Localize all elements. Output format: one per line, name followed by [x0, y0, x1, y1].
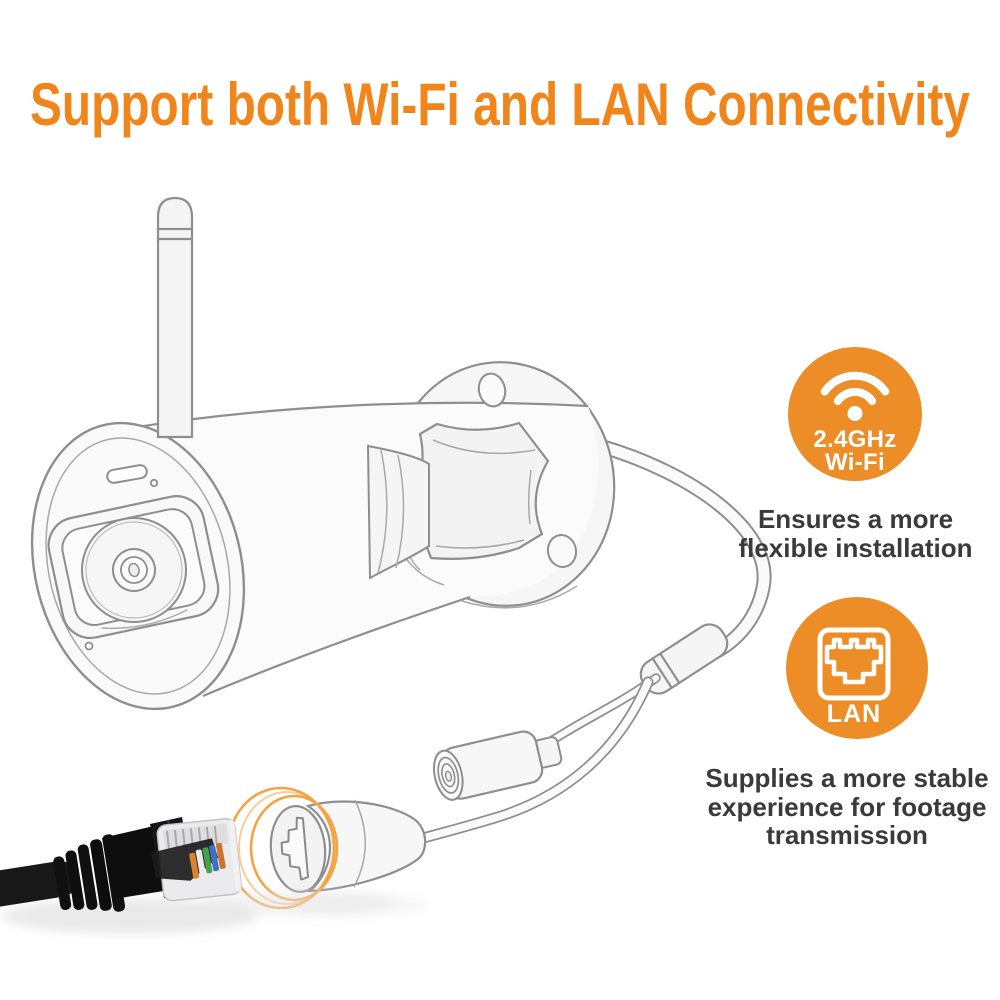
wifi-badge-label: 2.4GHz Wi-Fi: [790, 426, 920, 476]
wifi-badge-freq: 2.4GHz: [813, 426, 897, 453]
lan-caption-line2: experience for footage: [707, 791, 987, 822]
lan-badge: [786, 597, 928, 739]
camera-lens: [47, 495, 220, 640]
lan-caption-line1: Supplies a more stable: [705, 763, 989, 793]
lan-caption-line3: transmission: [766, 820, 928, 850]
mic-slot: [106, 464, 148, 484]
screw-hole-bottom: [546, 534, 578, 568]
lan-badge-label: LAN: [826, 700, 882, 728]
wifi-antenna: [156, 196, 194, 439]
mount-hex-nut: [409, 421, 550, 560]
camera-body: [30, 401, 598, 711]
rj45-connector-drawing: [269, 799, 427, 894]
lan-caption: Supplies a more stable experience for fo…: [682, 764, 1000, 850]
wifi-caption-line1: Ensures a more: [757, 504, 954, 534]
bracket-details: [366, 372, 578, 586]
wifi-caption-line2: flexible installation: [738, 533, 973, 563]
cable-junction: [639, 623, 729, 695]
wifi-badge: [788, 347, 922, 481]
dc-power-connector: [432, 730, 563, 801]
page-title: Support both Wi-Fi and LAN Connectivity: [30, 71, 970, 138]
screw-dot: [84, 641, 94, 651]
led-dot: [149, 478, 159, 488]
dc-power-branch: [432, 673, 661, 801]
ethernet-cable-photo: [0, 817, 395, 934]
wifi-icon: [820, 371, 890, 421]
wifi-caption: Ensures a more flexible installation: [698, 505, 1000, 563]
ethernet-port-icon: [817, 627, 891, 701]
wifi-badge-word: Wi-Fi: [825, 449, 885, 476]
pigtail-cable: [592, 438, 772, 664]
rj45-plug-photo: [151, 817, 242, 902]
screw-hole-top: [477, 372, 507, 408]
